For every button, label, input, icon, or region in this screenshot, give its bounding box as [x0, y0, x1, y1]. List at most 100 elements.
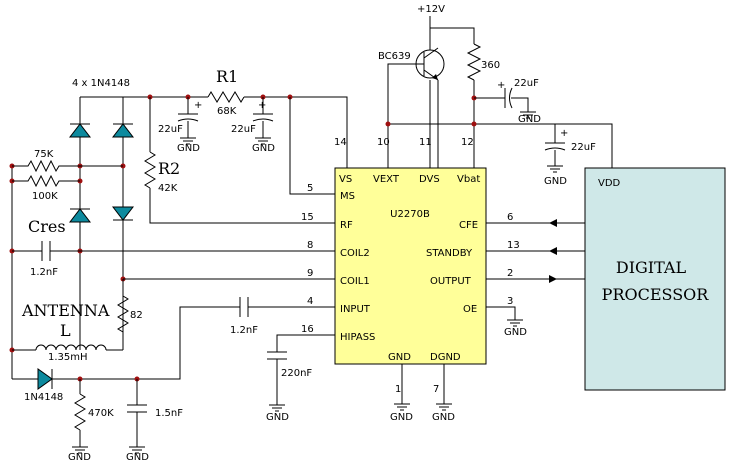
processor-title-line1: DIGITAL [616, 258, 687, 277]
pin-number-gnd: 1 [395, 384, 401, 395]
pin-number-cfe: 6 [507, 212, 513, 223]
pin-label-output: OUTPUT [430, 276, 472, 287]
r1-name: R1 [216, 67, 238, 86]
gnd-pin1-label: GND [390, 412, 413, 423]
c3-value: 22uF [514, 78, 539, 89]
c-hipass-label: 220nF [281, 368, 312, 379]
vext-net: + 22uF GND [385, 121, 613, 187]
r470k-label: 470K [88, 408, 114, 419]
pin-label-hipass: HIPASS [340, 332, 375, 343]
gnd-hipass-label: GND [266, 412, 289, 423]
d5-label: 1N4148 [24, 392, 63, 403]
ic-bottom-grounds: GND GND [390, 364, 455, 423]
r360-label: 360 [481, 60, 500, 71]
r1-value: 68K [217, 106, 237, 117]
junction-dot [471, 121, 477, 127]
input-section: 1N4148 470K GND 1.5nF GND 1.2nF [12, 297, 335, 460]
pin-number-coil1: 9 [307, 268, 313, 279]
r75k-label: 75K [34, 149, 54, 160]
arrow-output-icon [549, 275, 557, 283]
pin-number-input: 4 [307, 296, 313, 307]
r2-name: R2 [158, 159, 180, 178]
c1-5nf-label: 1.5nF [155, 408, 183, 419]
c2-value: 22uF [231, 124, 256, 135]
gnd-c1-5nf-label: GND [126, 452, 149, 460]
pin-number-dgnd: 7 [433, 384, 439, 395]
r100k-label: 100K [32, 191, 58, 202]
pin-number-vs: 14 [334, 137, 347, 148]
digital-processor-box [584, 167, 726, 391]
cres-section: Cres 1.2nF [12, 217, 335, 278]
diodes-label: 4 x 1N4148 [72, 78, 130, 89]
cres-name: Cres [28, 217, 66, 236]
r2-section: R2 42K [144, 97, 335, 224]
pin-number-output: 2 [507, 268, 513, 279]
l-name: L [60, 321, 71, 340]
l-value: 1.35mH [48, 352, 88, 363]
plus-sign-c4: + [560, 128, 568, 139]
pin-number-vext: 10 [377, 137, 390, 148]
vcc-label: +12V [417, 4, 445, 15]
resistor-network-75k-100k: 75K 100K [9, 149, 80, 379]
pin-label-coil2: COIL2 [340, 248, 370, 259]
gnd-c2-label: GND [252, 143, 275, 154]
pin-number-rf: 15 [301, 212, 314, 223]
pin-label-vs: VS [339, 174, 352, 185]
antenna-section: ANTENNA L 1.35mH [12, 301, 123, 363]
pin-number-standby: 13 [507, 240, 520, 251]
c1-value: 22uF [158, 124, 183, 135]
gnd-oe-label: GND [504, 327, 527, 338]
pin-label-dgnd: DGND [430, 352, 461, 363]
pin-number-dvs: 11 [419, 137, 432, 148]
antenna-label: ANTENNA [21, 301, 110, 320]
plus-sign-c3: + [497, 80, 505, 91]
pin-label-vext: VEXT [373, 174, 400, 185]
gnd-c3-label: GND [518, 114, 541, 125]
pin-label-ms: MS [340, 191, 355, 202]
diode-d5-icon [37, 368, 53, 390]
pin-label-vbat: Vbat [457, 174, 480, 185]
hipass-section: 220nF GND [266, 334, 335, 423]
diode-d2-icon [111, 123, 135, 138]
signal-lines-to-processor [486, 219, 585, 283]
pin-number-hipass: 16 [301, 324, 314, 335]
ic-u2270b-body [334, 167, 487, 365]
gnd-c1-label: GND [177, 143, 200, 154]
pin-number-oe: 3 [507, 296, 513, 307]
pin-label-cfe: CFE [459, 220, 478, 231]
arrow-standby-icon [549, 247, 557, 255]
gnd-r470k-label: GND [68, 452, 91, 460]
r2-value: 42K [158, 183, 178, 194]
pin-label-input: INPUT [340, 304, 371, 315]
gnd-c4-label: GND [544, 176, 567, 187]
pin-label-coil1: COIL1 [340, 276, 370, 287]
pin-label-standby: STANDBY [426, 248, 473, 259]
pin-number-ms: 5 [307, 183, 313, 194]
diode-bridge [68, 96, 135, 350]
c4-value: 22uF [571, 142, 596, 153]
pin-number-vbat: 12 [461, 137, 474, 148]
vdd-label: VDD [598, 178, 621, 189]
coil1-section: 82 [117, 278, 335, 350]
ic-name: U2270B [390, 209, 430, 220]
r1-section: 4 x 1N4148 R1 68K + 22uF GND + 22uF GND [72, 67, 348, 195]
pin-label-oe: OE [463, 304, 477, 315]
transistor-label: BC639 [378, 51, 411, 62]
pin-label-gnd: GND [388, 352, 411, 363]
pin-label-rf: RF [340, 220, 353, 231]
cres-value: 1.2nF [30, 267, 58, 278]
diode-d4-icon [111, 206, 135, 221]
pin-label-dvs: DVS [419, 174, 440, 185]
plus-sign-c1: + [194, 100, 202, 111]
supply-section: +12V 360 + 22uF GND BC639 [378, 4, 541, 168]
junction-dot [385, 121, 391, 127]
gnd-pin7-label: GND [432, 412, 455, 423]
arrow-cfe-icon [549, 219, 557, 227]
pin-number-coil2: 8 [307, 240, 313, 251]
diode-d1-icon [68, 123, 92, 138]
emitter-arrow-icon [432, 74, 438, 80]
diode-d3-icon [68, 208, 92, 223]
r82-label: 82 [130, 310, 143, 321]
